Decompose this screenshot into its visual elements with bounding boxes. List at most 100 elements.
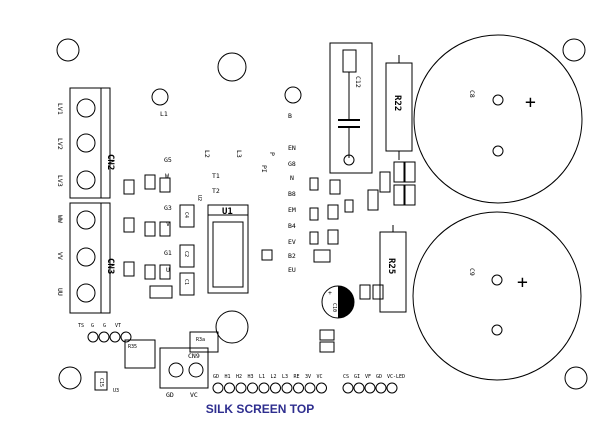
- c9-label: C9: [468, 268, 476, 276]
- label-b4: B4: [288, 222, 296, 230]
- cn2-pin-1: LV1: [56, 103, 64, 115]
- hdr-bottom-pad-7: [281, 382, 293, 394]
- hdr-bottom-pin-label-2: H1: [225, 374, 231, 380]
- cn2-pin-3: LV3: [56, 175, 64, 187]
- mounting-hole-top-right: [562, 38, 586, 62]
- u1-label: U1: [222, 207, 233, 217]
- ic-u1: U1 U2: [196, 195, 249, 294]
- capacitor-c10: + C10: [321, 285, 355, 319]
- cn2-pin-2: LV2: [56, 138, 64, 150]
- u2-label: U2: [196, 195, 202, 201]
- c12-label: C12: [354, 76, 362, 88]
- hdr-right-pin-label-3: VF: [365, 374, 371, 380]
- hdr-bottom-pad-3: [235, 382, 247, 394]
- resistor-r25: R25: [379, 225, 407, 313]
- hdr-right-pin-label-4: GD: [376, 374, 382, 380]
- label-b8: B8: [288, 190, 296, 198]
- label-b: B: [288, 112, 292, 120]
- capacitor-c12: C12: [329, 42, 373, 174]
- hdr-bottom-pin-label-4: H3: [248, 374, 254, 380]
- mounting-hole-bottom-right: [564, 366, 588, 390]
- hdr-right-pin-label-1: CS: [343, 374, 349, 380]
- c8-plus: +: [525, 92, 536, 113]
- hole-l1: [151, 88, 169, 106]
- hdr-right-pad-3: [364, 382, 376, 394]
- cn9-label: CN9: [188, 352, 200, 360]
- hdr-bottom-pin-label-3: H2: [236, 374, 242, 380]
- r22-label: R22: [392, 95, 402, 111]
- hdr-bottom-pin-label-7: L3: [282, 374, 288, 380]
- r3a-label: R3a: [196, 337, 205, 343]
- hole-b: [284, 86, 302, 104]
- hdr-bottom-pin-label-5: L1: [259, 374, 265, 380]
- resistor-r35-area: R35 R3a C15 U3: [94, 331, 219, 394]
- hdr-right-pad-4: [375, 382, 387, 394]
- hdr-bottom-pad-10: [316, 382, 327, 394]
- cn3-pin-2: VV: [56, 252, 64, 260]
- hdr-bottom-pad-9: [304, 382, 316, 394]
- label-em: EM: [288, 206, 296, 214]
- label-n: N: [290, 174, 294, 182]
- cn9-pin-1: GD: [166, 391, 174, 399]
- cn9-pin-2: VC: [190, 391, 198, 399]
- label-w: W: [165, 172, 169, 180]
- c10-plus: +: [328, 289, 332, 297]
- smd-components-right: [367, 161, 416, 211]
- hdr-right-pad-2: [353, 382, 365, 394]
- mounting-hole-bottom-left: [58, 366, 82, 390]
- c4-label: C4: [183, 212, 189, 218]
- label-b2: B2: [288, 252, 296, 260]
- label-pi: PI: [260, 165, 268, 173]
- label-g1: G1: [164, 249, 172, 257]
- label-eu: EU: [288, 266, 296, 274]
- hdr-bottom-pad-1: [212, 382, 224, 394]
- c8-label: C8: [468, 90, 476, 98]
- connector-cn2: CN2 LV1 LV2 LV3: [56, 87, 115, 199]
- c9-plus: +: [517, 272, 528, 293]
- hdr-bottom-pad-6: [270, 382, 281, 394]
- connector-cn9: CN9 GD VC: [159, 347, 209, 399]
- label-p: P: [268, 152, 276, 156]
- label-g5: G5: [164, 156, 172, 164]
- hdr-bottom-pin-label-10: VC: [317, 374, 323, 380]
- c1-label: C1: [183, 279, 189, 285]
- hdr-bottom-pin-label-8: RE: [294, 374, 300, 380]
- r25-label: R25: [386, 258, 396, 274]
- resistor-r22: R22: [385, 55, 413, 160]
- header-top-left: TS G G VT: [78, 323, 132, 343]
- hdr-tl-pin-1: TS: [78, 323, 84, 329]
- hdr-right-pad-5: [386, 382, 398, 394]
- hdr-bottom-pad-4: [247, 382, 258, 394]
- hdr-bottom-pad-2: [224, 382, 235, 394]
- u3-label: U3: [113, 388, 119, 394]
- capacitor-c8: + C8: [413, 34, 583, 204]
- cn3-pin-3: UU: [56, 288, 64, 296]
- cn3-pin-1: WW: [56, 215, 64, 223]
- label-g8: G8: [288, 160, 296, 168]
- label-v: V: [166, 220, 170, 228]
- mounting-hole-top-left: [56, 38, 80, 62]
- hdr-bottom-pin-label-9: 3V: [305, 374, 311, 380]
- capacitor-c9: + C9: [412, 211, 582, 381]
- hdr-bottom-pad-8: [293, 382, 304, 394]
- hdr-bottom-pin-label-6: L2: [271, 374, 277, 380]
- hdr-bottom-pad-5: [258, 382, 270, 394]
- silkscreen-caption: SILK SCREEN TOP: [205, 402, 315, 416]
- label-ev: EV: [288, 238, 296, 246]
- hdr-tl-pin-4: VT: [115, 323, 121, 329]
- small-caps-left: C4 C2 C1: [179, 204, 195, 296]
- c10-label: C10: [331, 303, 337, 312]
- mounting-hole-top-center: [217, 52, 247, 82]
- header-bottom: GD H1 H2 H3 L1 L2 L3 RE 3V VC: [212, 374, 327, 394]
- hdr-right-pin-label-5: VC-LED: [387, 374, 405, 380]
- hdr-bottom-pin-label-1: GD: [213, 374, 219, 380]
- c15-label: C15: [98, 378, 104, 387]
- signal-labels: L1 B L2 L3 EN PI P G8 N B8 EM B4 EV B2 E…: [160, 110, 296, 274]
- label-g3: G3: [164, 204, 172, 212]
- cn3-label: CN3: [105, 258, 115, 274]
- label-l1: L1: [160, 110, 168, 118]
- smd-components-mid: [261, 177, 384, 353]
- label-en: EN: [288, 144, 296, 152]
